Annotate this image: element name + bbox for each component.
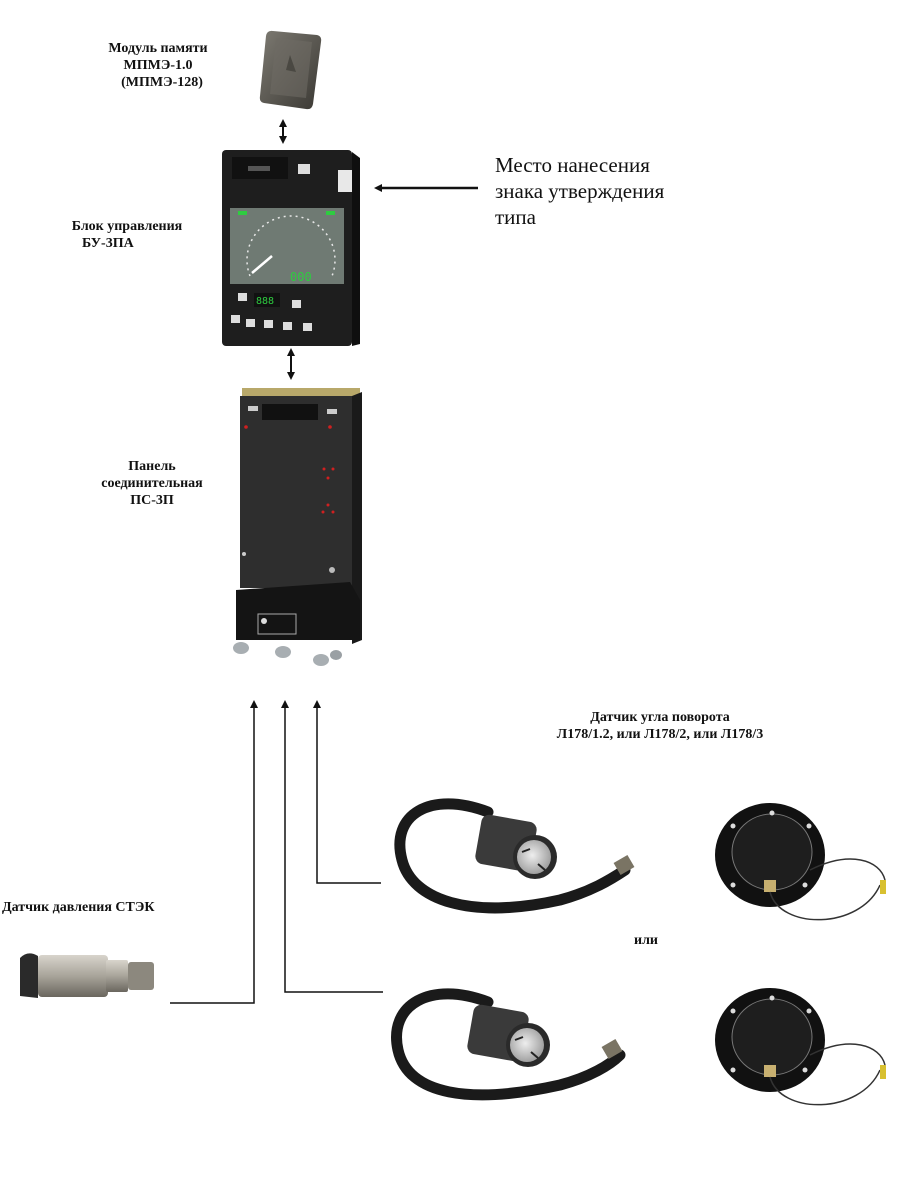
approval-note-line: типа bbox=[495, 205, 536, 229]
connection-panel-label-line: Панель bbox=[128, 459, 176, 474]
angle-sensor-photo bbox=[391, 988, 626, 1101]
memory-module-label-line: (МПМЭ-128) bbox=[121, 75, 203, 90]
connection-panel-photo bbox=[233, 388, 362, 666]
approval-mark-note: Место нанесения знака утверждения типа bbox=[495, 152, 664, 230]
approval-note-line: Место нанесения bbox=[495, 153, 650, 177]
led-indicator-digits: 888 bbox=[256, 296, 274, 307]
angle-sensor-label-line: Датчик угла поворота bbox=[590, 710, 730, 725]
angle-sensor-label: Датчик угла поворота Л178/1.2, или Л178/… bbox=[520, 709, 800, 743]
memory-module-label: Модуль памяти МПМЭ-1.0 (МПМЭ-128) bbox=[88, 40, 228, 91]
control-unit-label-line: Блок управления bbox=[71, 219, 183, 234]
angle-sensor-2-connection bbox=[281, 700, 383, 993]
connection-panel-label: Панель соединительная ПС-3П bbox=[82, 458, 222, 509]
control-unit-label-line: БУ-3ПА bbox=[82, 236, 134, 251]
pressure-sensor-photo bbox=[20, 953, 154, 998]
control-unit-label: Блок управления БУ-3ПА bbox=[52, 218, 202, 252]
memory-module-photo bbox=[259, 30, 322, 110]
connection-panel-label-line: соединительная bbox=[101, 476, 203, 491]
approval-note-line: знака утверждения bbox=[495, 179, 665, 203]
or-label-text: или bbox=[634, 933, 658, 948]
angle-sensor-1-connection bbox=[313, 700, 381, 884]
memory-module-label-line: МПМЭ-1.0 bbox=[123, 58, 193, 73]
or-label: или bbox=[634, 932, 658, 949]
pressure-sensor-label: Датчик давления СТЭК bbox=[2, 899, 155, 916]
angle-sensor-photo bbox=[394, 798, 635, 914]
pressure-sensor-label-text: Датчик давления СТЭК bbox=[2, 900, 155, 915]
control-unit-photo: 000 888 bbox=[222, 150, 360, 346]
angle-sensor-disc-photo bbox=[715, 988, 886, 1106]
pressure-sensor-connection bbox=[170, 700, 258, 1004]
memory-module-label-line: Модуль памяти bbox=[108, 41, 208, 56]
connection-panel-label-line: ПС-3П bbox=[130, 493, 174, 508]
angle-sensor-label-line: Л178/1.2, или Л178/2, или Л178/3 bbox=[556, 727, 764, 742]
angle-sensor-disc-photo bbox=[715, 803, 886, 921]
speed-display-digits: 000 bbox=[290, 270, 312, 284]
